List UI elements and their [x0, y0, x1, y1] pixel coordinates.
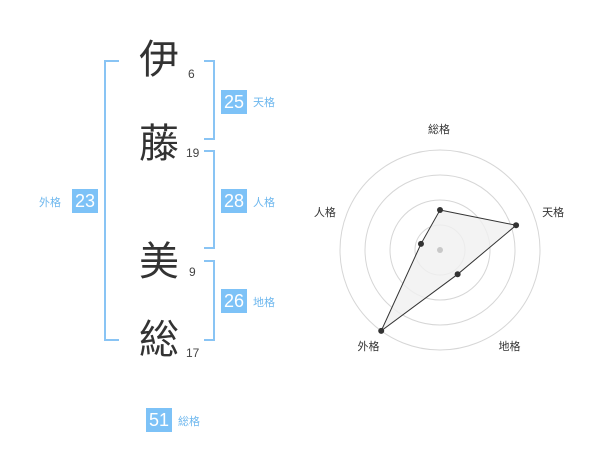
jinkaku-label: 人格: [253, 196, 275, 209]
tenkaku-score-badge: 25: [221, 90, 247, 114]
radar-center-dot: [437, 247, 443, 253]
chikaku-bracket-top: [204, 260, 215, 262]
gaikaku-bracket-bottom: [104, 339, 119, 341]
radar-point-4: [378, 327, 385, 334]
radar-point-2: [513, 222, 520, 229]
jinkaku-score-badge: 28: [221, 189, 247, 213]
soukaku-label: 総格: [178, 415, 200, 428]
tenkaku-bracket-bottom: [204, 138, 215, 140]
jinkaku-bracket-top: [204, 150, 215, 152]
radar-axis-label-1: 総格: [428, 123, 450, 136]
jinkaku-bracket-bottom: [204, 247, 215, 249]
radar-point-5: [417, 240, 424, 247]
chikaku-bracket: [213, 260, 215, 341]
stroke-count-1: 6: [188, 67, 195, 81]
radar-point-1: [437, 207, 443, 213]
gaikaku-bracket-top: [104, 60, 119, 62]
radar-grid-ring: [364, 174, 516, 326]
gaikaku-label: 外格: [39, 196, 61, 209]
radar-point-3: [454, 271, 461, 278]
radar-grid-ring: [389, 199, 491, 301]
chikaku-score-badge: 26: [221, 289, 247, 313]
soukaku-score-badge: 51: [146, 408, 172, 432]
radar-axis-label-5: 人格: [313, 205, 336, 219]
tenkaku-bracket: [213, 60, 215, 140]
tenkaku-bracket-top: [204, 60, 215, 62]
jinkaku-bracket: [213, 150, 215, 249]
radar-axis-label-3: 地格: [498, 340, 521, 354]
radar-grid-ring: [339, 149, 541, 351]
gaikaku-score-badge: 23: [72, 189, 98, 213]
stroke-count-3: 9: [189, 265, 196, 279]
chikaku-label: 地格: [253, 296, 275, 309]
radar-series-polygon: [380, 209, 518, 332]
name-char-4: 総: [139, 317, 179, 363]
name-char-1: 伊: [139, 37, 179, 83]
tenkaku-label: 天格: [253, 96, 275, 109]
gaikaku-bracket: [104, 60, 106, 341]
stroke-count-4: 17: [186, 346, 200, 360]
radar-axis-label-2: 天格: [542, 205, 565, 219]
name-char-2: 藤: [139, 121, 179, 167]
chikaku-bracket-bottom: [204, 339, 215, 341]
stroke-count-2: 19: [186, 146, 200, 160]
radar-axis-label-4: 外格: [357, 340, 380, 354]
name-char-3: 美: [139, 239, 179, 285]
